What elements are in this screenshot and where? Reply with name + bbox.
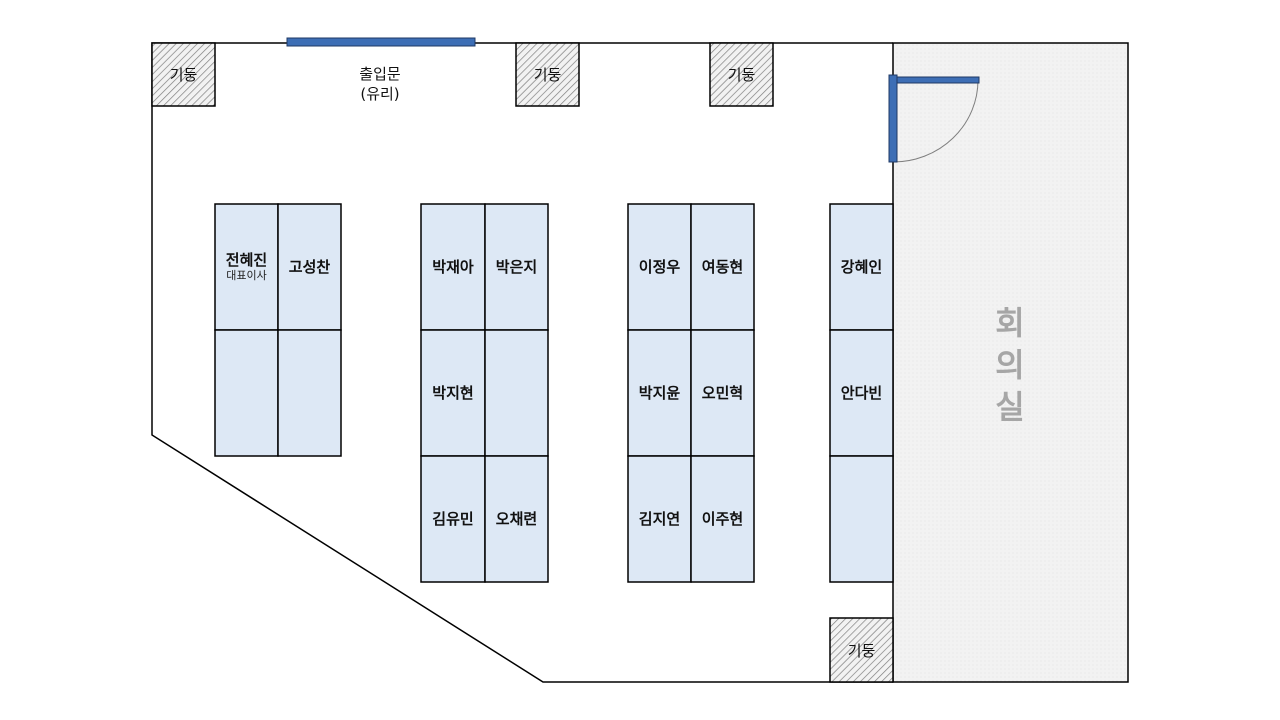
meeting-room-area — [892, 42, 1129, 683]
desk — [690, 203, 755, 331]
desk — [484, 329, 549, 457]
pillar-label: 기둥 — [847, 641, 876, 660]
desk — [829, 455, 894, 583]
desk-cluster-2 — [420, 203, 549, 583]
pillar-label: 기둥 — [169, 66, 198, 84]
desk-label: 박재아 — [432, 258, 474, 276]
meeting-room-char: 실 — [995, 388, 1025, 426]
desk — [277, 329, 342, 457]
pillar-label: 기둥 — [727, 66, 756, 84]
meeting-room-char: 회 — [995, 304, 1025, 342]
desk — [627, 455, 692, 583]
desk-label: 안다빈 — [840, 384, 883, 402]
meeting-room-label: 회 의 실 — [960, 300, 1060, 430]
desk-occupant-title: 대표이사 — [226, 269, 267, 282]
entrance-label-line2: (유리) — [360, 85, 400, 103]
desk-occupant-name: 전혜진 — [225, 251, 268, 269]
desk — [214, 203, 279, 331]
desk-label: 이주현 — [701, 510, 744, 528]
desk — [420, 455, 486, 583]
pillar-label: 기둥 — [533, 66, 562, 84]
pillar-4 — [829, 617, 894, 683]
desk — [627, 203, 692, 331]
desk-label: 박은지 — [495, 258, 538, 276]
meeting-room-door-frame — [888, 74, 898, 163]
entrance-glass-door — [286, 37, 476, 47]
desk — [484, 455, 549, 583]
meeting-room-char: 의 — [995, 346, 1025, 384]
pillar-3 — [709, 42, 774, 107]
desk — [214, 329, 279, 457]
desk — [277, 203, 342, 331]
desk-label: 김유민 — [432, 510, 474, 528]
entrance-label-line1: 출입문 — [359, 65, 401, 83]
desk-label: 고성찬 — [288, 258, 331, 276]
meeting-room-door-leaf — [896, 76, 980, 84]
desk-cluster-1 — [214, 203, 342, 457]
desk-cluster-4 — [829, 203, 894, 583]
desk-label: 박지윤 — [638, 384, 681, 402]
desk-label: 오채련 — [495, 510, 538, 528]
pillar-2 — [515, 42, 580, 107]
desk-label: 박지현 — [432, 384, 474, 402]
meeting-room-door-swing — [892, 79, 979, 163]
desk — [829, 329, 894, 457]
desk-label: 여동현 — [701, 258, 744, 276]
desk-cluster-3 — [627, 203, 755, 583]
desk-label: 이정우 — [638, 258, 681, 276]
pillar-1 — [151, 42, 216, 107]
desk — [484, 203, 549, 331]
entrance-label: 출입문 (유리) — [320, 62, 440, 106]
desk-label: 오민혁 — [701, 384, 744, 402]
desk — [420, 329, 486, 457]
desk-label: 전혜진 대표이사 — [215, 204, 278, 330]
desk-label: 강혜인 — [840, 258, 883, 276]
desk — [690, 329, 755, 457]
desk-label: 김지연 — [638, 510, 681, 528]
desk — [690, 455, 755, 583]
